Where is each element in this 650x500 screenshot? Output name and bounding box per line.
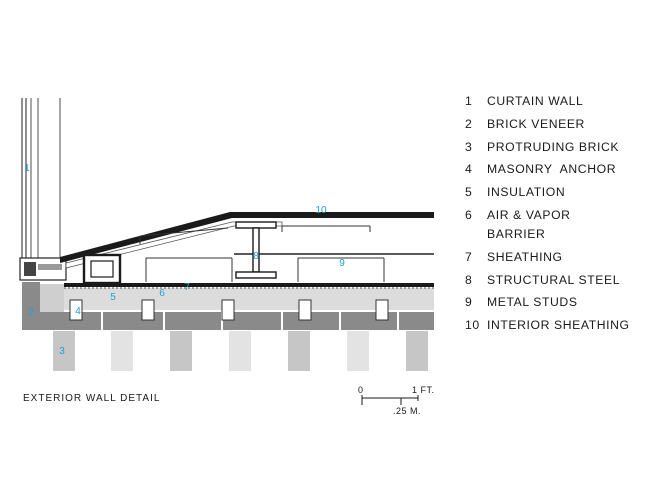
legend-item: 1 CURTAIN WALL (465, 92, 645, 111)
scale-metric-label: .25 M. (393, 406, 422, 416)
legend-number: 7 (465, 249, 473, 264)
legend-label: AIR & VAPOR BARRIER (487, 207, 571, 241)
legend-label: SHEATHING (487, 249, 563, 264)
structural-steel-beam (235, 221, 277, 279)
steel-tube (82, 253, 122, 285)
masonry-anchors (69, 299, 389, 321)
legend-item: 6 AIR & VAPOR BARRIER (465, 206, 645, 244)
protruding-bricks (53, 331, 428, 371)
legend-item: 2 BRICK VENEER (465, 115, 645, 134)
legend-label: INTERIOR SHEATHING (487, 318, 630, 333)
legend-item: 8 STRUCTURAL STEEL (465, 271, 645, 290)
sloped-sill (60, 212, 434, 263)
brick-veneer (22, 282, 40, 330)
callout-2: 2 (28, 307, 34, 318)
callout-8: 8 (253, 251, 259, 262)
legend-item: 4 MASONRY ANCHOR (465, 160, 645, 179)
scale-end-label: 1 FT. (412, 385, 435, 395)
drawing-caption: EXTERIOR WALL DETAIL (23, 393, 161, 404)
metal-studs (139, 225, 385, 282)
legend: 1 CURTAIN WALL 2 BRICK VENEER 3 PROTRUDING … (465, 92, 645, 339)
callout-6: 6 (159, 288, 165, 299)
legend-label: PROTRUDING BRICK (487, 139, 620, 154)
legend-label: METAL STUDS (487, 295, 578, 310)
legend-item: 10 INTERIOR SHEATHING (465, 316, 645, 335)
legend-number: 2 (465, 116, 473, 131)
legend-number: 5 (465, 185, 473, 200)
insulation-left (40, 284, 64, 312)
legend-number: 9 (465, 295, 473, 310)
callout-5: 5 (110, 292, 116, 303)
callout-1: 1 (24, 163, 30, 174)
legend-label: CURTAIN WALL (487, 94, 584, 108)
callout-7: 7 (184, 282, 190, 293)
legend-item: 5 INSULATION (465, 183, 645, 202)
legend-number: 10 (465, 318, 480, 333)
sheathing (64, 283, 434, 287)
insulation (40, 288, 434, 310)
legend-number: 1 (465, 94, 473, 108)
legend-number: 4 (465, 162, 473, 177)
legend-label: BRICK VENEER (487, 116, 585, 131)
legend-label: STRUCTURAL STEEL (487, 272, 621, 287)
callout-10: 10 (315, 205, 327, 216)
callout-3: 3 (59, 346, 65, 357)
legend-label: MASONRY ANCHOR (487, 162, 617, 177)
legend-label: INSULATION (487, 185, 566, 200)
scale-bar (361, 395, 419, 405)
curtain-wall (19, 98, 67, 281)
legend-number: 8 (465, 272, 473, 287)
brick-veneer-course (40, 312, 434, 330)
legend-number: 6 (465, 207, 473, 222)
legend-item: 9 METAL STUDS (465, 293, 645, 312)
callout-9: 9 (339, 258, 345, 269)
callouts: 1 2 3 4 5 6 7 8 9 10 (24, 163, 345, 357)
callout-4: 4 (75, 306, 81, 317)
scale-start-label: 0 (358, 385, 364, 395)
legend-number: 3 (465, 139, 473, 154)
legend-item: 7 SHEATHING (465, 248, 645, 267)
legend-item: 3 PROTRUDING BRICK (465, 138, 645, 157)
